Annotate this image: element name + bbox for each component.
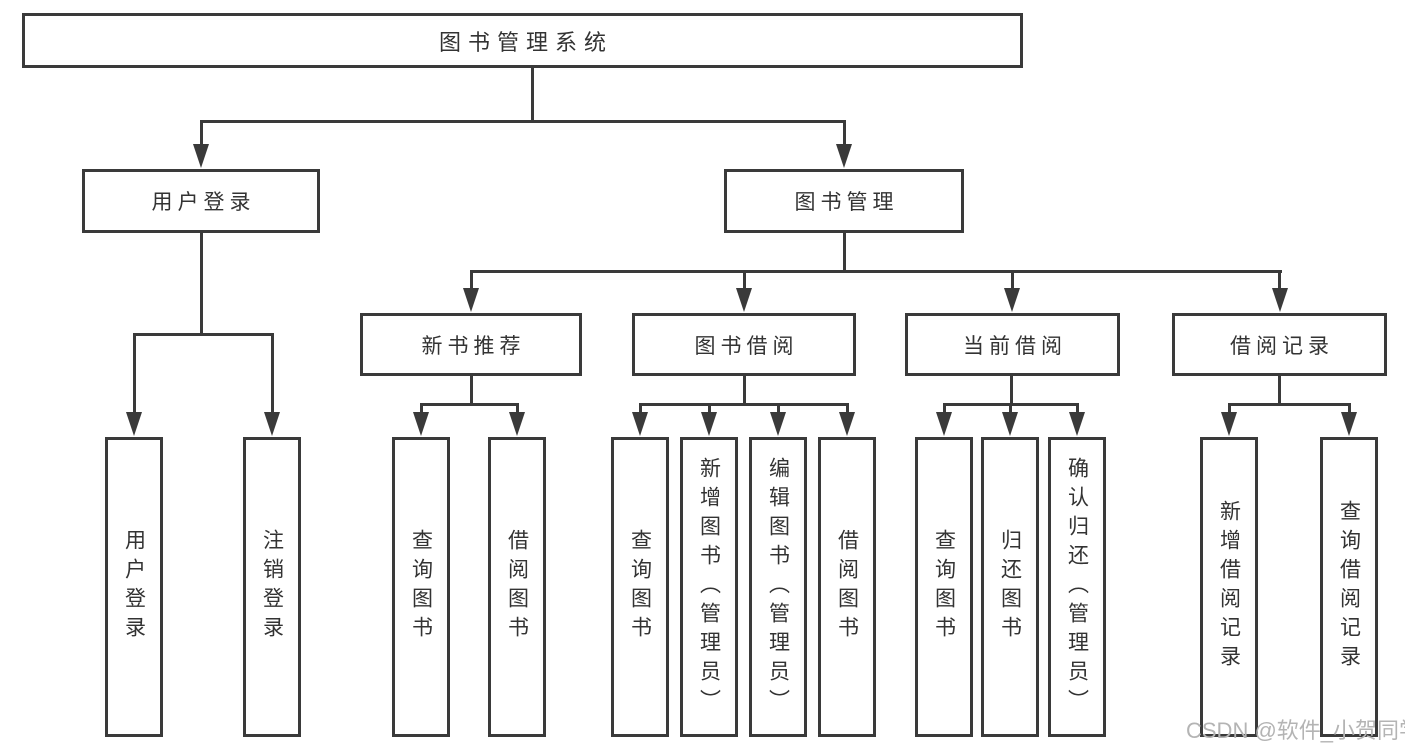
arrowhead-current-borrowing bbox=[1004, 288, 1020, 312]
leaf-user-login: 用户登录 bbox=[105, 437, 163, 737]
arrowhead-confirm-return bbox=[1069, 412, 1085, 436]
node-current-borrowing-label: 当前借阅 bbox=[963, 334, 1067, 358]
node-book-borrowing: 图书借阅 bbox=[632, 313, 856, 376]
arrowhead-book-borrowing bbox=[736, 288, 752, 312]
connector-stub-book-management bbox=[842, 119, 846, 148]
arrowhead-query1 bbox=[413, 412, 429, 436]
connector-bookmgmt-drop bbox=[842, 233, 846, 272]
connector-stub-borrow2 bbox=[845, 402, 849, 416]
connector-current-drop bbox=[1009, 376, 1013, 405]
leaf-edit-book-admin: 编辑图书（管理员） bbox=[749, 437, 807, 737]
node-new-book-recommend-label: 新书推荐 bbox=[421, 334, 526, 358]
connector-stub-add-record bbox=[1227, 402, 1231, 416]
connector-login-rail bbox=[132, 332, 274, 336]
leaf-add-book-admin-label: 新增图书（管理员） bbox=[697, 456, 721, 718]
node-book-management: 图书管理 bbox=[724, 169, 964, 233]
leaf-add-borrow-record: 新增借阅记录 bbox=[1200, 437, 1258, 737]
connector-login-drop bbox=[199, 233, 203, 335]
arrowhead-user-login bbox=[193, 144, 209, 168]
connector-stub-new-book bbox=[469, 269, 473, 292]
connector-root-rail bbox=[199, 119, 846, 123]
connector-records-drop bbox=[1278, 376, 1281, 405]
arrowhead-return-book bbox=[1002, 412, 1018, 436]
leaf-query-books-recommend: 查询图书 bbox=[392, 437, 450, 737]
arrowhead-query2 bbox=[632, 412, 648, 436]
connector-stub-query-record bbox=[1347, 402, 1351, 416]
leaf-add-borrow-record-label: 新增借阅记录 bbox=[1217, 500, 1241, 674]
connector-borrowing-drop bbox=[742, 376, 746, 405]
leaf-confirm-return-admin-label: 确认归还（管理员） bbox=[1065, 456, 1089, 718]
connector-stub-current-borrowing bbox=[1010, 269, 1014, 292]
node-new-book-recommend: 新书推荐 bbox=[360, 313, 582, 376]
connector-stub-book-borrowing bbox=[742, 269, 746, 292]
arrowhead-add-book bbox=[701, 412, 717, 436]
arrowhead-query3 bbox=[936, 412, 952, 436]
connector-stub-leaf-user-login bbox=[132, 332, 136, 415]
connector-stub-query1 bbox=[419, 402, 423, 416]
arrowhead-add-record bbox=[1221, 412, 1237, 436]
node-user-login-label: 用户登录 bbox=[151, 191, 256, 214]
leaf-query-borrow-record-label: 查询借阅记录 bbox=[1337, 500, 1361, 674]
connector-stub-confirm-return bbox=[1075, 402, 1079, 416]
connector-borrowing-rail bbox=[638, 402, 849, 406]
arrowhead-borrow2 bbox=[839, 412, 855, 436]
node-book-borrowing-label: 图书借阅 bbox=[694, 334, 799, 358]
node-current-borrowing: 当前借阅 bbox=[905, 313, 1120, 376]
leaf-query-books-borrowing-label: 查询图书 bbox=[628, 529, 652, 645]
connector-stub-user-login bbox=[199, 119, 203, 148]
connector-stub-query2 bbox=[638, 402, 642, 416]
arrowhead-borrowing-records bbox=[1271, 288, 1288, 312]
leaf-edit-book-admin-label: 编辑图书（管理员） bbox=[766, 456, 790, 718]
leaf-user-login-label: 用户登录 bbox=[122, 529, 146, 645]
leaf-query-books-current-label: 查询图书 bbox=[932, 529, 956, 645]
leaf-add-book-admin: 新增图书（管理员） bbox=[680, 437, 738, 737]
leaf-query-books-current: 查询图书 bbox=[915, 437, 973, 737]
node-book-management-label: 图书管理 bbox=[794, 191, 899, 214]
connector-stub-edit-book bbox=[776, 402, 780, 416]
leaf-return-book: 归还图书 bbox=[981, 437, 1039, 737]
connector-stub-query3 bbox=[942, 402, 946, 416]
arrowhead-borrow1 bbox=[509, 412, 525, 436]
arrowhead-edit-book bbox=[770, 412, 786, 436]
connector-newbook-drop bbox=[469, 376, 473, 405]
leaf-query-books-recommend-label: 查询图书 bbox=[409, 529, 433, 645]
leaf-query-books-borrowing: 查询图书 bbox=[611, 437, 669, 737]
node-user-login: 用户登录 bbox=[82, 169, 320, 233]
csdn-watermark: CSDN @软件_小贺同学 bbox=[1186, 718, 1405, 743]
connector-stub-return-book bbox=[1008, 402, 1012, 416]
arrowhead-query-record bbox=[1341, 412, 1357, 436]
connector-bookmgmt-rail bbox=[469, 269, 1282, 273]
leaf-borrow-books-borrowing: 借阅图书 bbox=[818, 437, 876, 737]
connector-stub-leaf-logout bbox=[270, 332, 274, 415]
arrowhead-new-book bbox=[463, 288, 479, 312]
connector-root-drop bbox=[530, 68, 534, 122]
leaf-return-book-label: 归还图书 bbox=[998, 529, 1022, 645]
connector-newbook-rail bbox=[419, 402, 519, 406]
leaf-borrow-books-recommend: 借阅图书 bbox=[488, 437, 546, 737]
connector-records-rail bbox=[1227, 402, 1351, 406]
leaf-confirm-return-admin: 确认归还（管理员） bbox=[1048, 437, 1106, 737]
connector-stub-add-book bbox=[707, 402, 711, 416]
connector-stub-borrowing-records bbox=[1278, 269, 1281, 292]
leaf-borrow-books-borrowing-label: 借阅图书 bbox=[835, 529, 859, 645]
node-borrowing-records: 借阅记录 bbox=[1172, 313, 1387, 376]
arrowhead-leaf-logout bbox=[264, 412, 280, 436]
node-root-label: 图书管理系统 bbox=[438, 29, 613, 55]
arrowhead-book-management bbox=[836, 144, 852, 168]
leaf-logout-label: 注销登录 bbox=[260, 529, 284, 645]
node-borrowing-records-label: 借阅记录 bbox=[1230, 334, 1334, 358]
arrowhead-leaf-user-login bbox=[126, 412, 142, 436]
connector-stub-borrow1 bbox=[515, 402, 519, 416]
leaf-query-borrow-record: 查询借阅记录 bbox=[1320, 437, 1378, 737]
leaf-logout: 注销登录 bbox=[243, 437, 301, 737]
node-root-library-system: 图书管理系统 bbox=[22, 13, 1023, 68]
leaf-borrow-books-recommend-label: 借阅图书 bbox=[505, 529, 529, 645]
